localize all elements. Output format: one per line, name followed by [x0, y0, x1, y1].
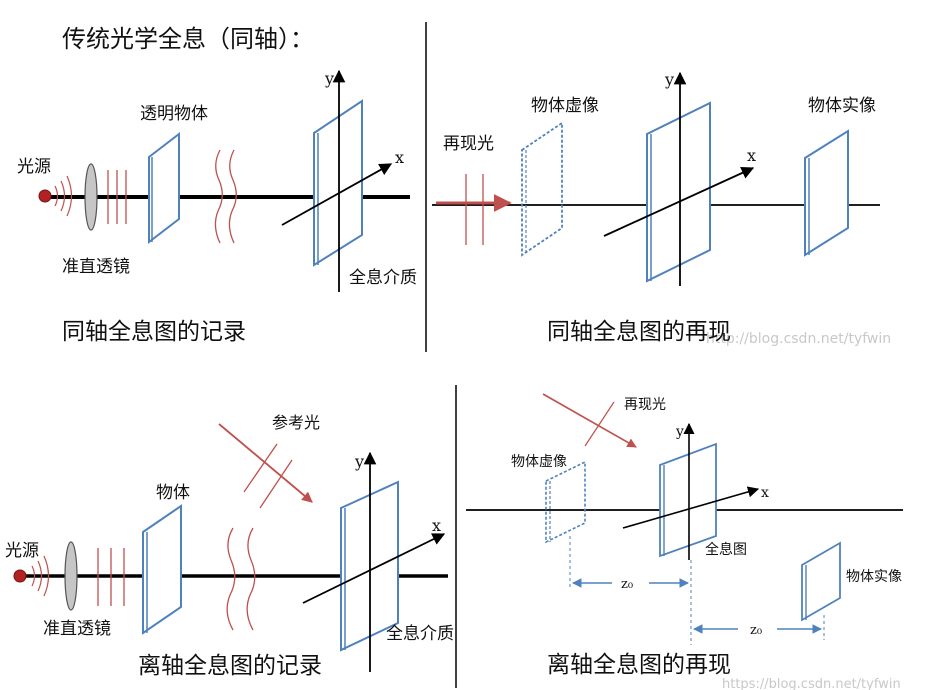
- collimating-lens-icon: [84, 163, 98, 231]
- panel-coaxial-reconstruct: 再现光 物体虚像 y x 物体实像 http://blog.csdn.net/t…: [432, 70, 891, 347]
- y-axis-label: y: [675, 424, 684, 440]
- panel-offaxis-record: 光源 准直透镜 物体 参考光 y x 全息介质 离轴全息图的记录: [5, 413, 454, 679]
- x-axis: [622, 486, 760, 529]
- plane-wavefronts: [97, 548, 125, 606]
- hologram-plate: [646, 101, 711, 283]
- hologram-medium-plate: [313, 99, 363, 267]
- x-axis: [302, 533, 446, 604]
- watermark: https://blog.csdn.net/tyfwin: [722, 677, 901, 690]
- x-axis-label: x: [395, 148, 404, 167]
- page-title: 传统光学全息（同轴）：: [62, 25, 314, 53]
- y-axis-label: y: [664, 70, 674, 89]
- light-source-label: 光源: [5, 541, 39, 561]
- reconstruction-light-label: 再现光: [624, 397, 666, 413]
- diverging-wavefronts: [31, 555, 50, 597]
- x-axis: [603, 166, 755, 237]
- light-source-icon: [13, 569, 27, 583]
- real-image-label: 物体实像: [846, 569, 902, 585]
- transparent-object-plate: [148, 131, 180, 245]
- watermark: http://blog.csdn.net/tyfwin: [706, 331, 891, 347]
- collimating-lens-label: 准直透镜: [62, 257, 130, 277]
- x-axis-label: x: [747, 146, 756, 165]
- reconstruction-light-arrow: [542, 393, 637, 448]
- reconstruction-light-label: 再现光: [443, 134, 494, 154]
- hologram-label: 全息图: [705, 541, 747, 558]
- real-image-plate: [804, 129, 849, 257]
- reference-light-label: 参考光: [272, 413, 320, 432]
- virtual-image-plate: [545, 460, 586, 544]
- object-plate: [142, 504, 182, 635]
- hologram-medium-label: 全息介质: [349, 268, 417, 288]
- plane-wavefronts: [107, 170, 127, 224]
- panel-offaxis-reconstruct: 再现光 物体虚像 y x 全息图 物体实像 z₀ z₀ https://blog…: [466, 393, 903, 690]
- distance-label-2: z₀: [750, 623, 762, 638]
- collimating-lens-icon: [64, 541, 78, 611]
- transparent-object-label: 透明物体: [140, 104, 208, 124]
- object-wavefronts: [214, 149, 237, 244]
- object-label: 物体: [156, 483, 190, 503]
- virtual-image-label: 物体虚像: [511, 454, 567, 470]
- coaxial-reconstruct-caption: 同轴全息图的再现: [547, 319, 731, 345]
- y-axis-label: y: [324, 69, 334, 88]
- panel-coaxial-record: 光源 准直透镜 透明物体 y x 全息介质 同轴全息图的记录: [17, 69, 417, 345]
- x-axis-label: x: [432, 516, 441, 535]
- collimating-lens-label: 准直透镜: [43, 619, 111, 639]
- coaxial-record-caption: 同轴全息图的记录: [62, 319, 246, 345]
- x-axis: [281, 163, 393, 226]
- real-image-label: 物体实像: [808, 96, 876, 116]
- light-source-icon: [38, 189, 52, 203]
- light-source-label: 光源: [17, 157, 51, 177]
- object-wavefronts: [226, 527, 256, 631]
- distance-label-1: z₀: [621, 577, 633, 592]
- virtual-image-label: 物体虚像: [531, 96, 599, 116]
- real-image-plate: [801, 541, 841, 622]
- offaxis-record-caption: 离轴全息图的记录: [138, 653, 322, 679]
- y-axis-label: y: [354, 452, 364, 471]
- reference-light-arrow: [218, 423, 313, 503]
- x-axis-label: x: [761, 485, 769, 501]
- hologram-medium-label: 全息介质: [386, 624, 454, 644]
- offaxis-reconstruct-caption: 离轴全息图的再现: [547, 652, 731, 678]
- hologram-plate: [659, 442, 717, 558]
- diverging-wavefronts: [54, 175, 73, 217]
- virtual-image-plate: [521, 121, 563, 257]
